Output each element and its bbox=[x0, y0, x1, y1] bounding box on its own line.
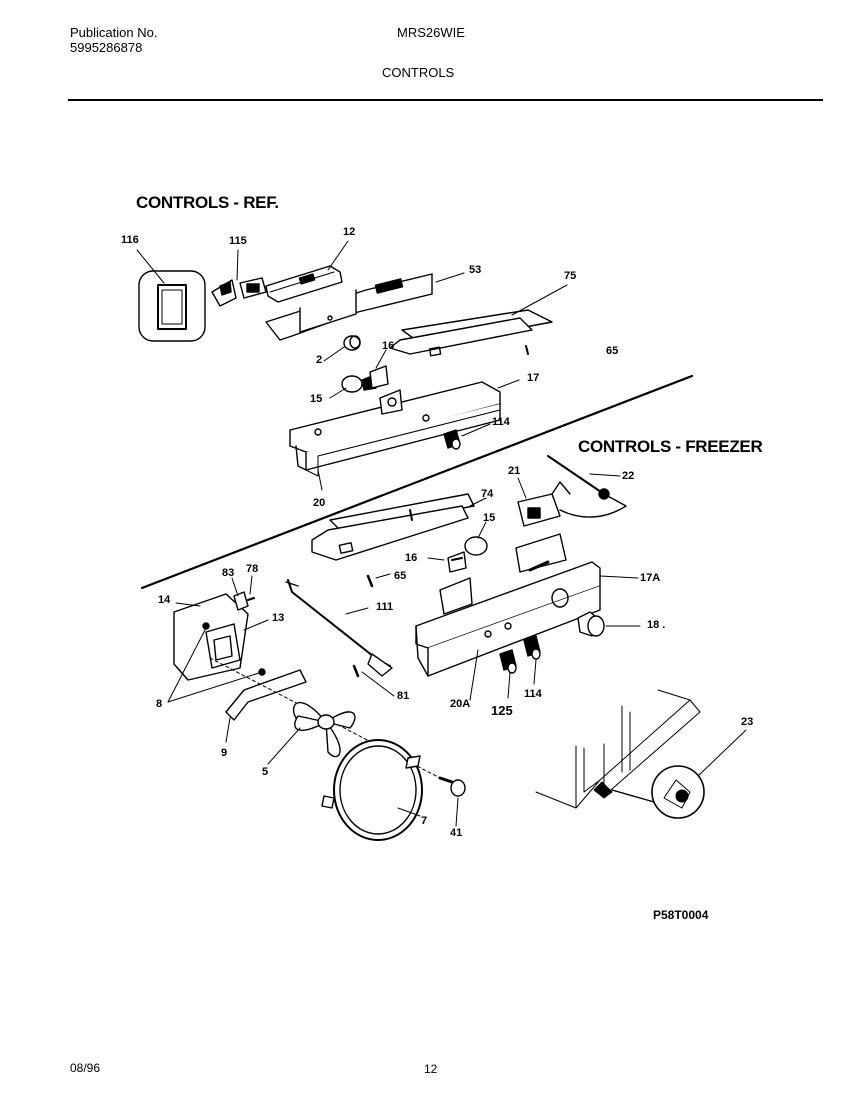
part-label: 114 bbox=[524, 688, 542, 700]
part-41-screw bbox=[438, 776, 466, 797]
part-81-screw bbox=[352, 664, 360, 678]
part-22-capillary bbox=[547, 455, 627, 518]
part-17-control-housing bbox=[289, 381, 501, 477]
part-17A-control-housing bbox=[415, 533, 601, 677]
part-label: 14 bbox=[158, 594, 171, 606]
controls-ref-title: CONTROLS - REF. bbox=[136, 193, 279, 212]
part-label: 23 bbox=[741, 716, 754, 728]
part-5-fan-blade bbox=[292, 701, 356, 758]
part-78-screw bbox=[247, 597, 255, 601]
part-12-shield bbox=[265, 265, 343, 303]
drawing-code: P58T0004 bbox=[653, 908, 709, 922]
part-label: 114 bbox=[492, 416, 510, 428]
part-label: 75 bbox=[564, 270, 577, 282]
part-label: 21 bbox=[508, 465, 521, 477]
part-label: 41 bbox=[450, 827, 463, 839]
publication-label: Publication No. bbox=[70, 25, 158, 40]
part-label: 15 bbox=[483, 512, 496, 524]
header-rule bbox=[68, 99, 823, 101]
section-divider-line bbox=[140, 374, 694, 590]
part-label: 65 bbox=[606, 345, 619, 357]
part-label: 78 bbox=[246, 563, 259, 575]
part-114-knob-ref bbox=[443, 429, 461, 450]
part-125-knob bbox=[499, 649, 517, 674]
part-label: 8 bbox=[156, 698, 163, 710]
part-label: 125 bbox=[491, 703, 513, 718]
page-number: 12 bbox=[424, 1062, 438, 1076]
part-23-cabinet-detail bbox=[535, 689, 705, 819]
part-13-fan-motor bbox=[173, 593, 266, 681]
part-53-housing bbox=[265, 273, 433, 341]
part-label: 5 bbox=[262, 766, 269, 778]
part-116-housing bbox=[138, 270, 206, 342]
part-label: 65 bbox=[394, 570, 407, 582]
part-111-harness bbox=[285, 579, 393, 677]
part-label: 18 . bbox=[647, 619, 666, 631]
part-2-knob bbox=[343, 335, 361, 351]
part-label: 16 bbox=[405, 552, 418, 564]
part-label: 20A bbox=[450, 698, 471, 710]
part-label: 13 bbox=[272, 612, 285, 624]
part-65-screw bbox=[366, 574, 374, 588]
part-label: 74 bbox=[481, 488, 494, 500]
part-label: 116 bbox=[121, 234, 139, 246]
part-16-15-lamp bbox=[341, 365, 389, 393]
part-label: 15 bbox=[310, 393, 323, 405]
part-label: 9 bbox=[221, 747, 228, 759]
part-83-clip bbox=[233, 591, 249, 611]
part-label: 22 bbox=[622, 470, 635, 482]
controls-freezer-title: CONTROLS - FREEZER bbox=[578, 437, 763, 456]
part-7-fan-ring bbox=[321, 739, 423, 841]
part-label: 17A bbox=[640, 572, 661, 584]
part-label: 12 bbox=[343, 226, 356, 238]
footer-date: 08/96 bbox=[70, 1061, 101, 1075]
part-115-switch bbox=[211, 277, 267, 307]
part-label: 16 bbox=[382, 340, 395, 352]
part-label: 115 bbox=[229, 235, 247, 247]
part-label: 111 bbox=[376, 601, 394, 613]
part-label: 7 bbox=[421, 815, 428, 827]
part-label: 53 bbox=[469, 264, 482, 276]
part-label: 17 bbox=[527, 372, 540, 384]
model-number: MRS26WIE bbox=[397, 25, 465, 40]
part-75-cover bbox=[389, 309, 553, 357]
part-9-bracket bbox=[225, 669, 307, 721]
part-74-cover bbox=[311, 493, 475, 561]
part-label: 2 bbox=[316, 354, 323, 366]
part-114-knob-freezer bbox=[523, 635, 541, 660]
part-15-16-freezer-lamp bbox=[447, 536, 488, 573]
part-label: 20 bbox=[313, 497, 326, 509]
part-label: 81 bbox=[397, 690, 410, 702]
part-21-thermostat bbox=[517, 481, 571, 527]
part-label: 83 bbox=[222, 567, 235, 579]
part-18-knob bbox=[577, 611, 605, 637]
section-title: CONTROLS bbox=[382, 65, 455, 80]
publication-number: 5995286878 bbox=[70, 40, 143, 55]
